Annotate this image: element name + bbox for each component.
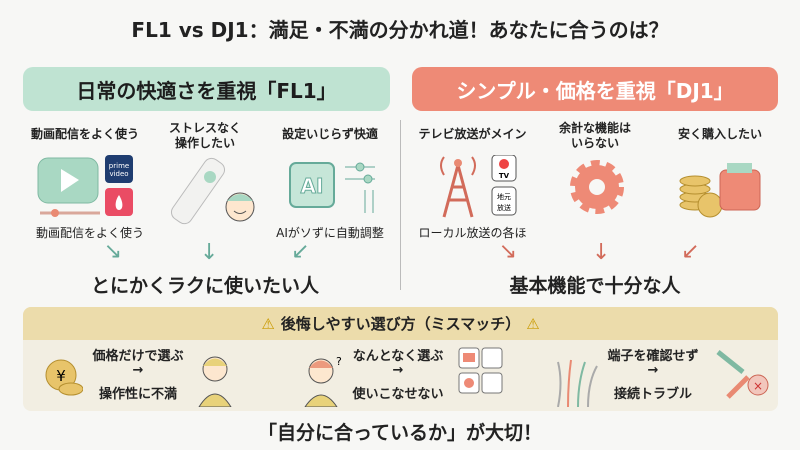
remote-control-icon — [170, 157, 255, 225]
mismatch-title: 後悔しやすい選び方（ミスマッチ） — [280, 315, 521, 333]
dj1-banner: シンプル・価格を重視「DJ1」 — [412, 67, 778, 111]
svg-text:¥: ¥ — [56, 367, 66, 385]
error-icon: × — [716, 350, 769, 399]
svg-text:×: × — [753, 379, 763, 393]
mismatch-1-result: 操作性に不満 — [98, 387, 177, 402]
broadcast-tower-icon: TV 地元 放送 — [440, 155, 517, 218]
confused-person-icon: ? — [304, 355, 342, 407]
mismatch-panel: ⚠ 後悔しやすい選び方（ミスマッチ） ⚠ ¥ 価格だけで選ぶ → 操作性に不満 … — [23, 307, 778, 411]
svg-text:TV: TV — [499, 172, 510, 180]
mismatch-header: ⚠ 後悔しやすい選び方（ミスマッチ） ⚠ — [23, 307, 778, 340]
svg-text:?: ? — [336, 355, 342, 368]
sliders-icon — [345, 162, 375, 213]
gear-icon — [570, 160, 624, 214]
svg-text:AI: AI — [301, 174, 324, 198]
svg-text:prime: prime — [109, 162, 129, 170]
fl1-conclusion: とにかくラクに使いたい人 — [90, 275, 319, 297]
heading-no-extra: 余計な機能は いらない — [558, 121, 631, 150]
arrow: → — [647, 363, 659, 378]
svg-text:video: video — [109, 170, 128, 178]
arrow: → — [132, 363, 144, 378]
coins-icon — [679, 163, 761, 218]
unhappy-person-icon — [198, 356, 232, 407]
divider — [400, 120, 401, 290]
ai-chip-icon: AI — [289, 162, 375, 213]
heading-streaming: 動画配信をよく使う — [30, 127, 139, 141]
footer-message: 「自分に合っているか」が大切！ — [257, 422, 543, 444]
heading-tv-main: テレビ放送がメイン — [418, 127, 527, 141]
heading-auto-setting: 設定いじらず快適 — [282, 127, 378, 141]
cables-icon — [557, 359, 598, 407]
wallet-icon — [719, 169, 761, 211]
heading-cheap: 安く購入したい — [677, 127, 762, 141]
mismatch-1-cause: 価格だけで選ぶ — [92, 349, 184, 364]
mismatch-2-cause: なんとなく選ぶ — [352, 349, 444, 364]
prime-video-icon — [105, 155, 133, 183]
fl1-banner: 日常の快適さを重視「FL1」 — [23, 67, 390, 111]
local-broadcast-icon — [491, 186, 517, 216]
svg-text:放送: 放送 — [497, 203, 511, 212]
arrow: → — [392, 363, 404, 378]
mismatch-2-result: 使いこなせない — [352, 387, 444, 402]
caption-streaming: 動画配信をよく使う — [35, 226, 144, 240]
page-title: FL1 vs DJ1：満足・不満の分かれ道！あなたに合うのは？ — [131, 18, 669, 42]
mismatch-3-cause: 端子を確認せず — [607, 349, 699, 364]
yen-coin-icon: ¥ — [45, 359, 83, 396]
settings-grid-icon — [458, 347, 503, 394]
play-icon: prime video — [37, 155, 133, 217]
mismatch-3-result: 接続トラブル — [613, 387, 692, 402]
warning-icon: ⚠ — [261, 314, 275, 333]
dj1-conclusion: 基本機能で十分な人 — [509, 275, 681, 297]
warning-icon: ⚠ — [526, 314, 540, 333]
svg-text:地元: 地元 — [497, 192, 511, 201]
caption-local-broadcast: ローカル放送の各ほ — [418, 226, 527, 240]
heading-easy-operation: ストレスなく 操作したい — [168, 121, 241, 150]
caption-auto-adjust: AIがソずに自動調整 — [276, 226, 384, 240]
